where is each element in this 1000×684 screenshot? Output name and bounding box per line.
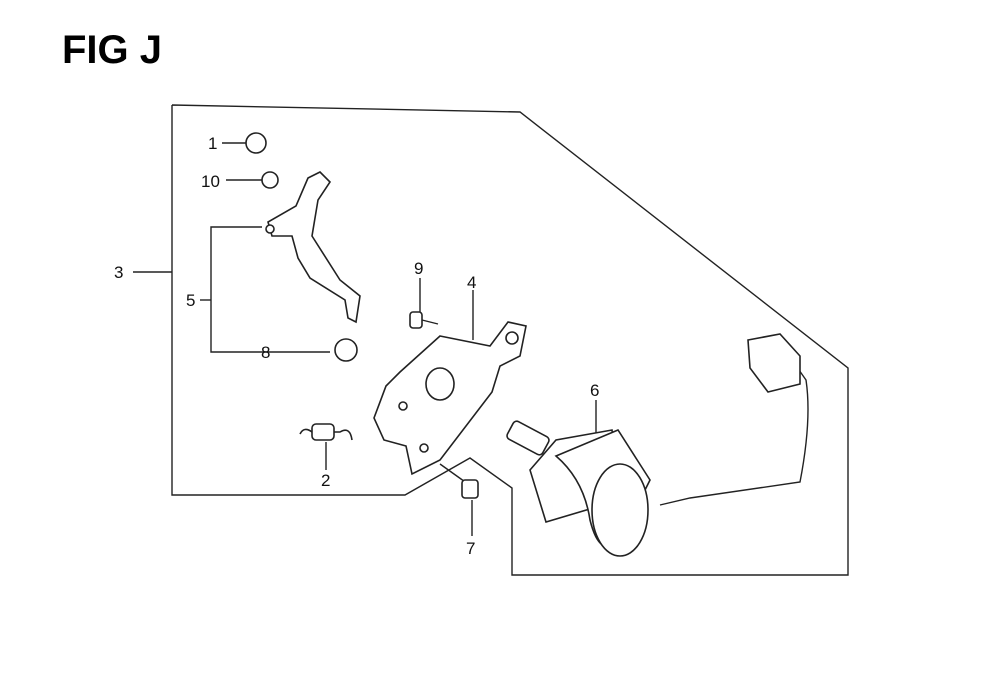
connector-part [747,333,801,393]
leader-5-bracket [210,226,330,353]
callout-4: 4 [467,273,476,292]
callout-10: 10 [201,172,220,191]
callout-6: 6 [590,381,599,400]
callout-3: 3 [114,263,123,282]
plate-hole [425,367,455,401]
lever-hole [265,224,275,234]
callout-1: 1 [208,134,217,153]
spring-coil [311,423,335,441]
callout-2: 2 [321,471,330,490]
lever-arm-part [267,171,361,324]
nut-part [261,171,279,189]
callout-5: 5 [186,291,195,310]
bolt-9-part [409,311,423,329]
plate-screw-hole [419,443,429,453]
callout-7: 7 [466,539,475,558]
assembly-outline [171,104,849,576]
callout-8: 8 [261,343,270,362]
bolt-9-shank [421,319,439,325]
solenoid-end [591,463,649,557]
plate-screw-hole [398,401,408,411]
solenoid-wire [659,359,809,506]
bolt-7-part [461,479,479,499]
plate-4-part [373,321,527,476]
callout-9: 9 [414,259,423,278]
figure-title: FIG J [62,28,163,72]
solenoid-plunger [506,420,550,456]
cap-part [245,132,267,154]
nut-8-part [334,338,358,362]
plate-tab-hole [505,331,519,345]
